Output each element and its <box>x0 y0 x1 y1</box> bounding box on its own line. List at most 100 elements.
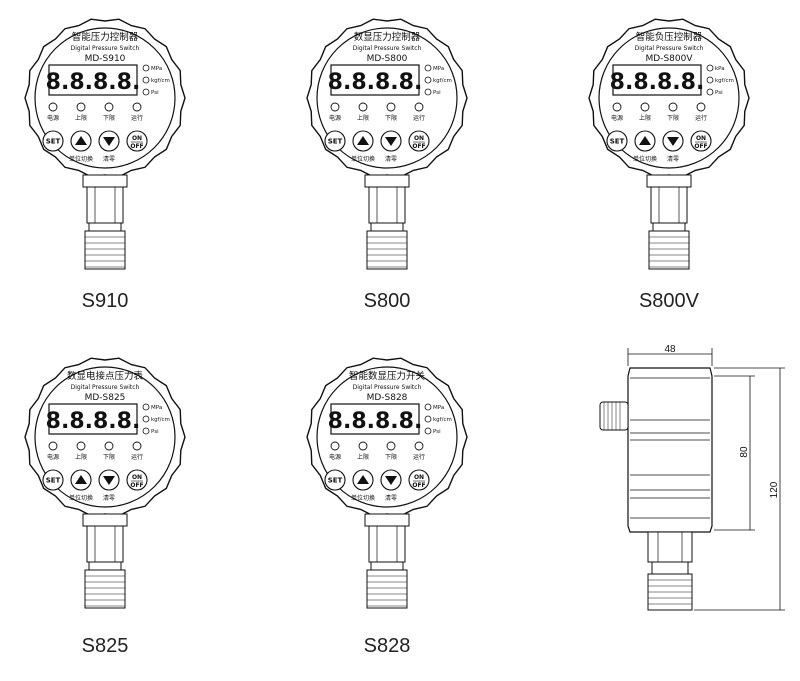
off-label: OFF <box>130 143 143 150</box>
hex-nut <box>650 186 688 224</box>
unit-label: kgf/cm <box>151 417 170 423</box>
status-led <box>358 102 368 112</box>
thread-neck <box>370 561 404 571</box>
lcd-display <box>612 64 702 96</box>
status-led-label: 下限 <box>385 114 397 122</box>
thread-neck <box>88 561 122 571</box>
on-off-button <box>690 130 712 152</box>
unit-label: Psi <box>433 90 441 96</box>
button-caption-zero: 清零 <box>667 155 679 163</box>
neck-collar <box>82 174 128 188</box>
lcd-digits: 8.8.8.8. <box>46 70 141 95</box>
on-label: ON <box>132 135 142 142</box>
unit-led <box>424 415 432 423</box>
off-label: OFF <box>130 482 143 489</box>
status-led-label: 上限 <box>357 114 369 122</box>
status-led <box>104 441 114 451</box>
unit-label: MPa <box>433 405 444 411</box>
on-label: ON <box>132 474 142 481</box>
lcd-digits: 8.8.8.8. <box>328 409 423 434</box>
unit-label: kgf/cm <box>433 78 452 84</box>
status-led <box>330 441 340 451</box>
status-led <box>386 102 396 112</box>
status-led <box>414 102 424 112</box>
set-button <box>42 130 64 152</box>
thread-neck <box>88 222 122 232</box>
caption-s825: S825 <box>81 635 129 657</box>
down-arrow-icon <box>103 137 115 146</box>
button-caption-zero: 清零 <box>385 155 397 163</box>
on-label: ON <box>696 135 706 142</box>
unit-label: MPa <box>433 66 444 72</box>
gauge-title-cn: 数显压力控制器 <box>354 31 421 43</box>
status-led-label: 下限 <box>385 453 397 461</box>
off-label: OFF <box>412 482 425 489</box>
lcd-display <box>330 403 420 435</box>
gauge-title-en: Digital Pressure Switch <box>71 384 140 391</box>
hex-nut <box>368 525 406 563</box>
unit-led <box>142 88 150 96</box>
up-arrow-icon <box>357 136 369 145</box>
caption-s800v: S800V <box>638 290 700 312</box>
unit-led <box>424 76 432 84</box>
button-caption-zero: 清零 <box>103 494 115 502</box>
status-led-label: 下限 <box>667 114 679 122</box>
unit-label: MPa <box>151 66 162 72</box>
up-arrow-icon <box>75 475 87 484</box>
unit-label: kgf/cm <box>151 78 170 84</box>
gauge-model-label: MD-S800V <box>646 54 694 64</box>
lcd-digits: 8.8.8.8. <box>328 70 423 95</box>
status-led-label: 电源 <box>47 114 59 122</box>
gauge-model-label: MD-S800 <box>367 54 408 64</box>
on-off-button <box>408 130 430 152</box>
gauge-title-en: Digital Pressure Switch <box>71 45 140 52</box>
off-label: OFF <box>694 143 707 150</box>
gauge-title-cn: 智能数显压力开关 <box>349 370 426 382</box>
status-led-label: 电源 <box>47 453 59 461</box>
lcd-display <box>330 64 420 96</box>
status-led <box>668 102 678 112</box>
status-led <box>76 441 86 451</box>
status-led-label: 上限 <box>75 114 87 122</box>
status-led-label: 运行 <box>413 114 425 122</box>
unit-label: Psi <box>715 90 723 96</box>
lcd-digits: 8.8.8.8. <box>610 70 705 95</box>
button-caption-unit: 单位切换 <box>351 494 375 502</box>
gauge-model-label: MD-S828 <box>367 393 408 403</box>
button-caption-unit: 单位切换 <box>351 155 375 163</box>
unit-led <box>424 88 432 96</box>
status-led <box>386 441 396 451</box>
lcd-display <box>48 403 138 435</box>
status-led-label: 下限 <box>103 453 115 461</box>
status-led <box>132 102 142 112</box>
side-view-drawing: 48 80 120 <box>590 340 800 670</box>
gauge-title-en: Digital Pressure Switch <box>353 45 422 52</box>
caption-s828: S828 <box>363 635 411 657</box>
set-button-label: SET <box>328 477 343 485</box>
gauge-title-en: Digital Pressure Switch <box>635 45 704 52</box>
thread <box>84 230 126 270</box>
gauge-model-label: MD-S825 <box>85 393 126 403</box>
thread-neck <box>370 222 404 232</box>
thread <box>84 569 126 609</box>
status-led <box>48 441 58 451</box>
unit-label: Psi <box>151 90 159 96</box>
up-arrow-icon <box>639 136 651 145</box>
set-button <box>606 130 628 152</box>
unit-label: MPa <box>151 405 162 411</box>
gauge-title-en: Digital Pressure Switch <box>353 384 422 391</box>
neck-collar <box>364 174 410 188</box>
neck-collar <box>646 174 692 188</box>
status-led-label: 运行 <box>131 114 143 122</box>
on-label: ON <box>414 135 424 142</box>
status-led-label: 下限 <box>103 114 115 122</box>
hex-nut <box>86 525 124 563</box>
status-led-label: 运行 <box>131 453 143 461</box>
